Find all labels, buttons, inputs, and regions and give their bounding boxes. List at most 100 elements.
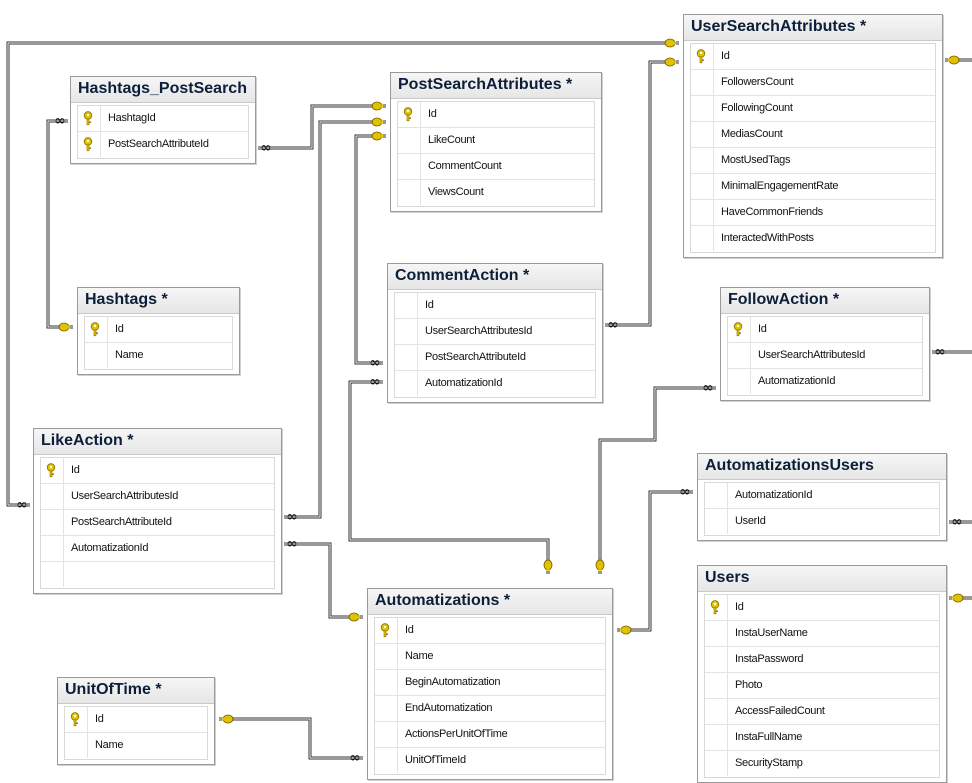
- column-row[interactable]: UserSearchAttributesId: [395, 319, 595, 345]
- one-end-key-icon: [664, 38, 676, 48]
- column-row[interactable]: UserSearchAttributesId: [728, 343, 922, 369]
- column-name: UserSearchAttributesId: [758, 349, 866, 361]
- rel-likeaction-automatizations[interactable]: [284, 542, 363, 619]
- column-row[interactable]: HashtagId: [78, 106, 248, 132]
- primary-key-icon: [710, 600, 720, 615]
- column-name: AutomatizationId: [71, 542, 149, 554]
- column-row[interactable]: PostSearchAttributeId: [78, 132, 248, 158]
- column-row[interactable]: PostSearchAttributeId: [395, 345, 595, 371]
- column-row[interactable]: Id: [691, 44, 935, 70]
- column-row[interactable]: AutomatizationId: [41, 536, 274, 562]
- table-title[interactable]: Hashtags *: [78, 288, 239, 314]
- column-row[interactable]: BeginAutomatization: [375, 670, 605, 696]
- primary-key-icon: [380, 623, 390, 638]
- column-row[interactable]: FollowingCount: [691, 96, 935, 122]
- rel-commentaction-postsearch[interactable]: [354, 134, 386, 365]
- column-row[interactable]: MediasCount: [691, 122, 935, 148]
- rel-automatizationsusers-automatizations[interactable]: [617, 490, 693, 632]
- one-end-key-icon: [952, 593, 964, 603]
- primary-key-icon: [90, 322, 100, 337]
- column-row[interactable]: InstaUserName: [705, 621, 939, 647]
- rel-commentaction-postsearch-inner: [355, 135, 386, 364]
- column-row[interactable]: Name: [85, 343, 232, 369]
- table-title[interactable]: Hashtags_PostSearch: [71, 77, 255, 103]
- column-row[interactable]: AutomatizationId: [728, 369, 922, 395]
- column-row[interactable]: [41, 562, 274, 588]
- column-row[interactable]: Id: [41, 458, 274, 484]
- column-row[interactable]: Id: [85, 317, 232, 343]
- column-row[interactable]: UnitOfTimeId: [375, 748, 605, 774]
- column-row[interactable]: Id: [395, 293, 595, 319]
- row-selector: [375, 696, 398, 721]
- column-name: Id: [95, 713, 104, 725]
- row-selector: [691, 226, 714, 251]
- row-selector: [85, 343, 108, 368]
- row-selector: [41, 562, 64, 587]
- column-row[interactable]: ActionsPerUnitOfTime: [375, 722, 605, 748]
- rel-likeaction-automatizations-inner: [284, 543, 363, 618]
- column-row[interactable]: InstaPassword: [705, 647, 939, 673]
- table-title[interactable]: LikeAction *: [34, 429, 281, 455]
- row-selector: [691, 70, 714, 95]
- table-title[interactable]: Automatizations *: [368, 589, 612, 615]
- column-row[interactable]: Id: [65, 707, 207, 733]
- table-title[interactable]: UnitOfTime *: [58, 678, 214, 704]
- table-title[interactable]: FollowAction *: [721, 288, 929, 314]
- column-row[interactable]: SecurityStamp: [705, 751, 939, 777]
- column-row[interactable]: ViewsCount: [398, 180, 594, 206]
- column-name: PostSearchAttributeId: [425, 351, 526, 363]
- column-row[interactable]: AccessFailedCount: [705, 699, 939, 725]
- row-selector: [395, 345, 418, 370]
- column-row[interactable]: LikeCount: [398, 128, 594, 154]
- column-row[interactable]: PostSearchAttributeId: [41, 510, 274, 536]
- rel-likeaction-postsearch[interactable]: [284, 120, 386, 519]
- primary-key-icon: [83, 111, 93, 126]
- column-row[interactable]: MinimalEngagementRate: [691, 174, 935, 200]
- column-row[interactable]: Id: [705, 595, 939, 621]
- table-title[interactable]: PostSearchAttributes *: [391, 73, 601, 99]
- column-row[interactable]: InstaFullName: [705, 725, 939, 751]
- column-row[interactable]: EndAutomatization: [375, 696, 605, 722]
- column-row[interactable]: Name: [65, 733, 207, 759]
- column-name: LikeCount: [428, 134, 475, 146]
- column-row[interactable]: Name: [375, 644, 605, 670]
- rel-automatizations-unitoftime[interactable]: [219, 717, 363, 760]
- column-row[interactable]: HaveCommonFriends: [691, 200, 935, 226]
- table-title[interactable]: Users: [698, 566, 946, 592]
- rel-commentaction-usersearch-inner: [605, 61, 679, 326]
- column-row[interactable]: Id: [728, 317, 922, 343]
- table-title[interactable]: CommentAction *: [388, 264, 602, 290]
- column-row[interactable]: Id: [398, 102, 594, 128]
- column-row[interactable]: Photo: [705, 673, 939, 699]
- column-name: AccessFailedCount: [735, 705, 825, 717]
- column-name: HaveCommonFriends: [721, 206, 823, 218]
- column-row[interactable]: AutomatizationId: [705, 483, 939, 509]
- column-row[interactable]: Id: [375, 618, 605, 644]
- column-row[interactable]: FollowersCount: [691, 70, 935, 96]
- column-row[interactable]: MostUsedTags: [691, 148, 935, 174]
- table-title[interactable]: UserSearchAttributes *: [684, 15, 942, 41]
- column-row[interactable]: UserId: [705, 509, 939, 535]
- rel-commentaction-automatizations[interactable]: [348, 380, 550, 574]
- column-row[interactable]: InteractedWithPosts: [691, 226, 935, 252]
- row-selector: [691, 122, 714, 147]
- column-row[interactable]: CommentCount: [398, 154, 594, 180]
- column-row[interactable]: UserSearchAttributesId: [41, 484, 274, 510]
- column-name: InteractedWithPosts: [721, 232, 814, 244]
- column-row[interactable]: AutomatizationId: [395, 371, 595, 397]
- rel-commentaction-usersearch[interactable]: [605, 60, 679, 327]
- row-selector: [78, 106, 101, 131]
- table-title[interactable]: AutomatizationsUsers: [698, 454, 946, 480]
